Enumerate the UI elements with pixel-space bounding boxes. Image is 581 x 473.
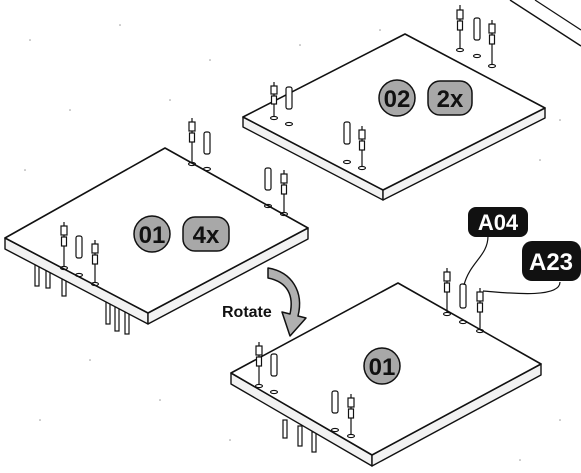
board-01-dowel-set-left — [59, 222, 100, 287]
callout-a04-label: A04 — [478, 210, 519, 235]
board-01-bottom-part-number: 01 — [369, 354, 396, 381]
callout-a04-leader-line — [463, 235, 489, 286]
board-01-left: 01 4x — [4, 118, 309, 335]
board-01-quantity: 4x — [193, 222, 220, 249]
board-01-bottom-dowel-set-bottom — [330, 390, 356, 439]
board-02-dowel-set-left — [269, 82, 294, 127]
board-01-part-badge: 01 — [133, 215, 171, 253]
board-01-dowel-set-right — [263, 167, 289, 217]
callout-a23-label: A23 — [529, 249, 573, 276]
board-01-left-bottom-dowels — [34, 261, 130, 335]
rotate-arrow-icon — [267, 267, 307, 337]
callout-a23-leader-line — [482, 281, 561, 295]
partial-panel-edge — [509, 0, 581, 47]
board-01-bottom-dowels — [282, 419, 317, 453]
board-01-bottom-part-badge: 01 — [363, 347, 401, 385]
board-02-part-number: 02 — [384, 86, 411, 113]
board-02-qty-badge: 2x — [427, 80, 473, 116]
board-02-dowel-set-bottom — [342, 121, 367, 171]
board-02-top-right: 02 2x — [242, 5, 546, 201]
rotate-arrow-group: Rotate — [222, 267, 307, 337]
callout-a04: A04 — [463, 207, 528, 286]
board-02-part-badge: 02 — [378, 79, 416, 117]
board-01-qty-badge: 4x — [182, 216, 230, 252]
callout-a23: A23 — [482, 241, 581, 295]
board-01-bottom-dowel-set-left — [254, 342, 279, 395]
rotate-label: Rotate — [222, 304, 272, 321]
background-specks — [24, 24, 561, 461]
board-01-bottom-dowel-set-right — [442, 268, 485, 334]
board-01-part-number: 01 — [139, 222, 166, 249]
board-01-dowel-set-top — [187, 118, 212, 172]
board-01-bottom: 01 — [230, 268, 542, 467]
board-02-quantity: 2x — [437, 86, 464, 113]
board-02-dowel-set-top — [455, 5, 497, 69]
